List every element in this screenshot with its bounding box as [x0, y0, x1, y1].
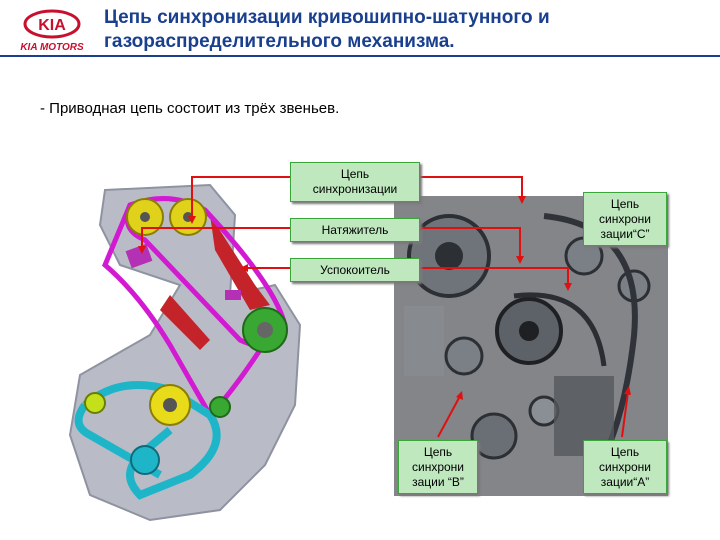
- bullet-text: - Приводная цепь состоит из трёх звеньев…: [40, 100, 340, 117]
- label-chain-c: Цепь синхрони зации“C”: [583, 192, 667, 246]
- label-chain-a-line3: зации“A”: [600, 474, 650, 489]
- logo-kia-text: KIA: [38, 17, 66, 34]
- kia-logo: KIA KIA MOTORS: [20, 9, 84, 53]
- label-chain-b-line1: Цепь: [423, 444, 453, 459]
- label-chain-c-line3: зации“C”: [600, 226, 650, 241]
- label-chain-b: Цепь синхрони зации “B”: [398, 440, 478, 494]
- page-title: Цепь синхронизации кривошипно-шатунного …: [104, 6, 704, 54]
- title-line-1: Цепь синхронизации кривошипно-шатунного …: [104, 7, 550, 28]
- label-damper-text: Успокоитель: [320, 262, 390, 277]
- title-line-2: газораспределительного механизма.: [104, 31, 455, 52]
- label-chain-c-line1: Цепь: [610, 196, 640, 211]
- label-tensioner-text: Натяжитель: [321, 222, 389, 237]
- label-timing-chain-line1: Цепь: [340, 167, 370, 181]
- label-damper: Успокоитель: [290, 258, 420, 282]
- label-chain-b-line2: синхрони: [411, 459, 464, 474]
- logo-motors-text: KIA MOTORS: [20, 42, 84, 53]
- label-timing-chain-line2: синхронизации: [312, 182, 398, 196]
- label-tensioner: Натяжитель: [290, 218, 420, 242]
- label-chain-a-line1: Цепь: [610, 444, 640, 459]
- label-chain-a-line2: синхрони: [598, 459, 651, 474]
- label-chain-b-line3: зации “B”: [412, 474, 464, 489]
- title-divider: [0, 55, 720, 57]
- label-chain-a: Цепь синхрони зации“A”: [583, 440, 667, 494]
- label-timing-chain: Цепь синхронизации: [290, 162, 420, 202]
- label-chain-c-line2: синхрони: [598, 211, 651, 226]
